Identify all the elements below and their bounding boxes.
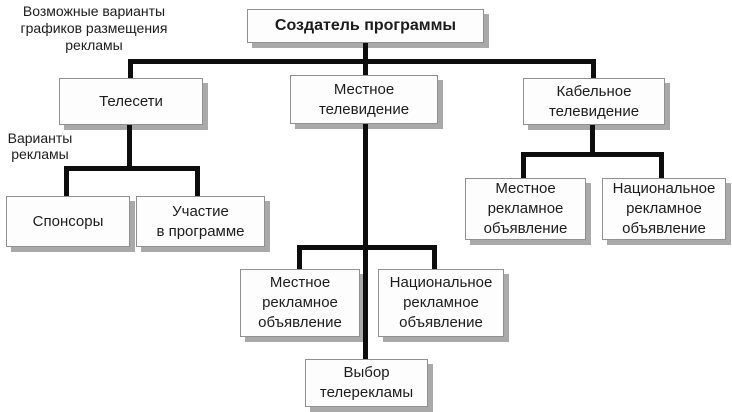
connector-cable-local-up <box>521 152 526 178</box>
connector-cable-national-up <box>659 152 664 178</box>
connector-mid-national-up <box>432 245 437 269</box>
connector-sponsors-up <box>64 166 69 196</box>
node-cable-local-ad: Местное рекламное объявление <box>465 178 586 240</box>
connector-telenets-down <box>127 125 132 171</box>
connector-cable-bracket <box>521 152 664 157</box>
connector-mid-local-up <box>297 245 302 269</box>
connector-cable-tv-up <box>591 59 596 78</box>
node-cable-national-ad: Национальное рекламное объявление <box>602 178 726 240</box>
node-participation: Участие в программе <box>136 196 265 247</box>
node-telenets: Телесети <box>59 78 203 125</box>
schedule-options-label: Возможные варианты графиков размещения р… <box>20 3 168 53</box>
node-mid-national-ad: Национальное рекламное объявление <box>378 269 504 337</box>
node-sponsors: Спонсоры <box>6 196 130 247</box>
node-local-tv: Местное телевидение <box>290 75 438 124</box>
node-tv-ad-choice: Выбор телерекламы <box>305 359 428 407</box>
connector-cable-down <box>590 125 595 154</box>
connector-telenets-up <box>128 59 133 78</box>
node-mid-local-ad: Местное рекламное объявление <box>240 269 360 337</box>
connector-creator-down <box>363 43 368 64</box>
connector-local-tv-up <box>363 59 368 75</box>
connector-participation-up <box>195 166 200 196</box>
connector-telenets-bracket <box>64 166 200 171</box>
connector-local-tv-trunk <box>363 124 368 361</box>
connector-mid-bracket <box>297 245 437 250</box>
node-cable-tv: Кабельное телевидение <box>523 78 665 125</box>
ad-options-label: Варианты рекламы <box>7 130 73 162</box>
connector-main-horizontal <box>128 59 596 64</box>
node-creator: Создатель программы <box>247 9 484 43</box>
